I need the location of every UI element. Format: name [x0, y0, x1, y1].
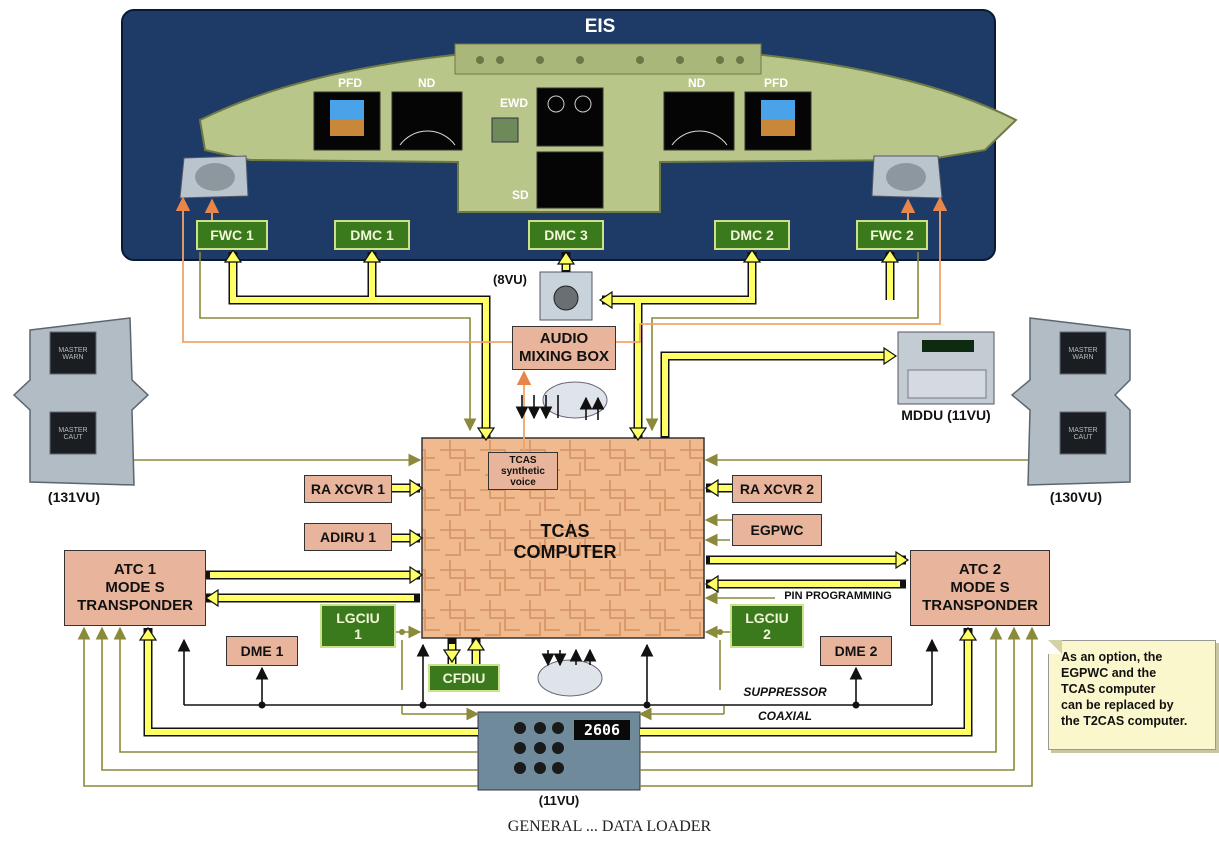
- ra-xcvr1-box: RA XCVR 1: [304, 475, 392, 503]
- suppressor-label: SUPPRESSOR: [743, 685, 827, 699]
- nd-right-label: ND: [688, 76, 706, 90]
- note-line: EGPWC and the: [1061, 666, 1157, 680]
- lgciu2-box: LGCIU 2: [730, 604, 804, 648]
- figure-caption: GENERAL ... DATA LOADER: [507, 818, 712, 835]
- handset-bottom: [537, 659, 603, 697]
- atc1-transponder: ATC 1 MODE S TRANSPONDER: [64, 550, 206, 626]
- note-line: can be replaced by: [1061, 698, 1174, 712]
- lgciu2-line1: LGCIU: [745, 610, 789, 626]
- master-caut-right: MASTER CAUT: [1068, 427, 1098, 441]
- dme2-box: DME 2: [820, 636, 892, 666]
- atc1-line2: MODE S: [105, 579, 165, 596]
- ewd-label: EWD: [500, 96, 528, 110]
- atc2-transponder: ATC 2 MODE S TRANSPONDER: [910, 550, 1050, 626]
- dmc1-box: DMC 1: [334, 220, 410, 250]
- dmc3-box: DMC 3: [528, 220, 604, 250]
- note-line: As an option, the: [1061, 650, 1163, 664]
- tcas-computer-label: TCAS COMPUTER: [480, 520, 650, 564]
- fwc2-box: FWC 2: [856, 220, 928, 250]
- pfd-left-label: PFD: [338, 76, 362, 90]
- note-line: TCAS computer: [1061, 682, 1156, 696]
- master-warn-right: MASTER WARN: [1068, 347, 1098, 361]
- ra-xcvr2-box: RA XCVR 2: [732, 475, 822, 503]
- lgciu1-line1: LGCIU: [336, 610, 380, 626]
- panel-131vu: [12, 317, 150, 486]
- pin-programming-label: PIN PROGRAMMING: [784, 590, 892, 602]
- vu8-label: (8VU): [493, 271, 527, 287]
- atc2-line2: MODE S: [950, 579, 1010, 596]
- fwc1-box: FWC 1: [196, 220, 268, 250]
- option-note: As an option, the EGPWC and the TCAS com…: [1048, 640, 1216, 750]
- note-line: the T2CAS computer.: [1061, 714, 1188, 728]
- atc1-line3: TRANSPONDER: [77, 597, 193, 614]
- vu11-label: (11VU): [538, 792, 580, 808]
- tcas-synthetic-voice: TCAS synthetic voice: [488, 452, 558, 490]
- audio-line2: MIXING BOX: [518, 348, 609, 365]
- mddu-label: MDDU (11VU): [901, 407, 991, 423]
- lgciu2-line2: 2: [763, 626, 771, 642]
- lgciu1-box: LGCIU 1: [320, 604, 396, 648]
- master-caut-left: MASTER CAUT: [58, 427, 88, 441]
- lgciu1-line2: 1: [354, 626, 362, 642]
- adiru1-box: ADIRU 1: [304, 523, 392, 551]
- nd-left-label: ND: [418, 76, 436, 90]
- cfdiu-box: CFDIU: [428, 664, 500, 692]
- vu131-label: (131VU): [47, 489, 101, 505]
- vu130-label: (130VU): [1049, 489, 1103, 505]
- dmc2-box: DMC 2: [714, 220, 790, 250]
- audio-mixing-box: AUDIO MIXING BOX: [512, 326, 616, 370]
- tcas-line2: COMPUTER: [513, 542, 617, 562]
- dme1-box: DME 1: [226, 636, 298, 666]
- audio-line1: AUDIO: [539, 330, 589, 347]
- atc2-line3: TRANSPONDER: [922, 597, 1038, 614]
- note-curl: [1048, 640, 1062, 654]
- sd-label: SD: [512, 188, 529, 202]
- squawk-display: 2606: [583, 721, 621, 739]
- atc2-line1: ATC 2: [958, 561, 1002, 578]
- ewd-screen: [536, 87, 604, 147]
- tcas-computer: [421, 437, 705, 639]
- atc1-line1: ATC 1: [113, 561, 157, 578]
- pfd-right-label: PFD: [764, 76, 788, 90]
- tcas-line1: TCAS: [540, 521, 590, 541]
- coaxial-label: COAXIAL: [758, 709, 812, 723]
- sd-screen: [536, 151, 604, 209]
- master-warn-left: MASTER WARN: [58, 347, 88, 361]
- egpwc-box: EGPWC: [732, 514, 822, 546]
- eis-title: EIS: [584, 16, 616, 37]
